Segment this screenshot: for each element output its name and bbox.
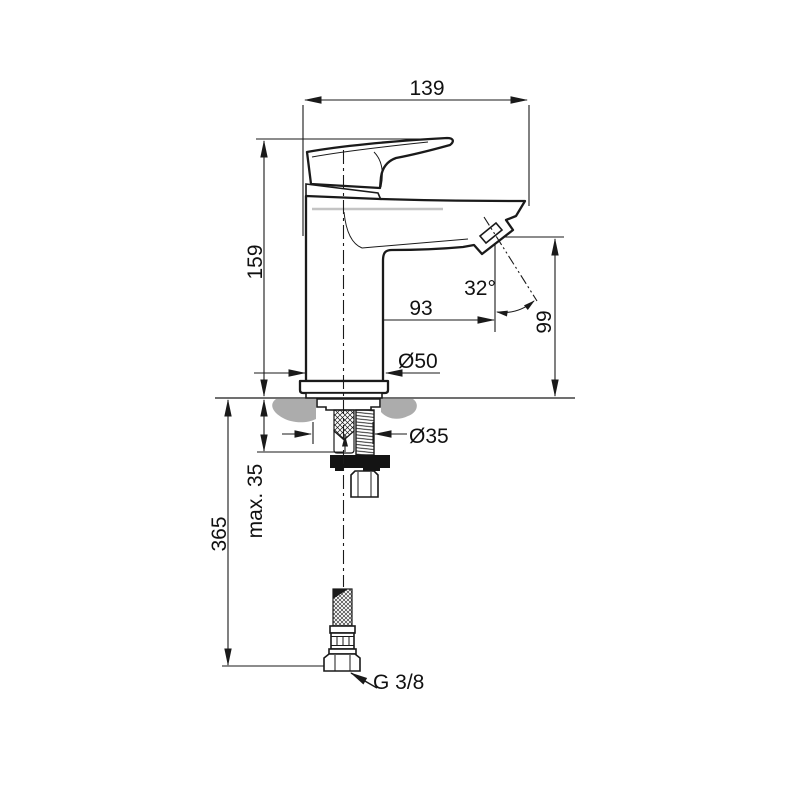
stream-axis-line	[483, 216, 538, 302]
hose-nut	[323, 653, 361, 672]
spout-underside-line	[361, 238, 469, 249]
dimension-99: 99	[499, 236, 564, 397]
angle-arc	[496, 300, 535, 317]
dim-label-139: 139	[409, 77, 444, 100]
fixing-nut	[350, 470, 379, 498]
countertop	[215, 397, 575, 423]
dim-label-dia50: Ø50	[398, 350, 438, 373]
thread-callout: G 3/8	[350, 671, 424, 694]
dimension-365: 365	[208, 399, 326, 667]
threaded-rod	[355, 409, 375, 456]
counter-gray-right	[381, 399, 417, 419]
dimension-dia50: Ø50	[254, 350, 440, 377]
dimension-159: 159	[244, 138, 432, 397]
angle-32: 32°	[464, 216, 538, 317]
dimension-93: 93	[344, 238, 496, 332]
thread-label: G 3/8	[373, 671, 424, 694]
washer-tab	[335, 468, 344, 471]
under-counter-assembly	[316, 398, 390, 498]
dim-label-99: 99	[533, 310, 556, 333]
mounting-flange	[316, 398, 381, 411]
dimension-dia35: Ø35	[282, 422, 449, 448]
counter-gray-left	[272, 399, 316, 423]
leader-arrow	[350, 672, 378, 689]
rubber-washer	[330, 455, 390, 468]
spout-blend-curve	[343, 211, 363, 249]
lever-handle	[305, 136, 454, 190]
dim-label-93: 93	[409, 297, 432, 320]
body-and-spout	[304, 194, 527, 383]
supply-hose	[323, 588, 361, 672]
dim-label-dia35: Ø35	[409, 425, 449, 448]
dim-label-159: 159	[244, 244, 267, 279]
aerator	[478, 221, 504, 245]
dimension-max35: max. 35	[244, 399, 344, 539]
dim-label-365: 365	[208, 516, 231, 551]
hose-break-mark	[333, 589, 348, 599]
dimension-139: 139	[302, 77, 530, 236]
dim-label-32deg: 32°	[464, 277, 496, 300]
handle-top-edge-line	[311, 141, 429, 158]
handle-front-curve	[373, 151, 383, 188]
hose-collar	[329, 625, 356, 634]
dim-label-max35: max. 35	[244, 464, 267, 539]
washer-tab	[363, 468, 380, 471]
